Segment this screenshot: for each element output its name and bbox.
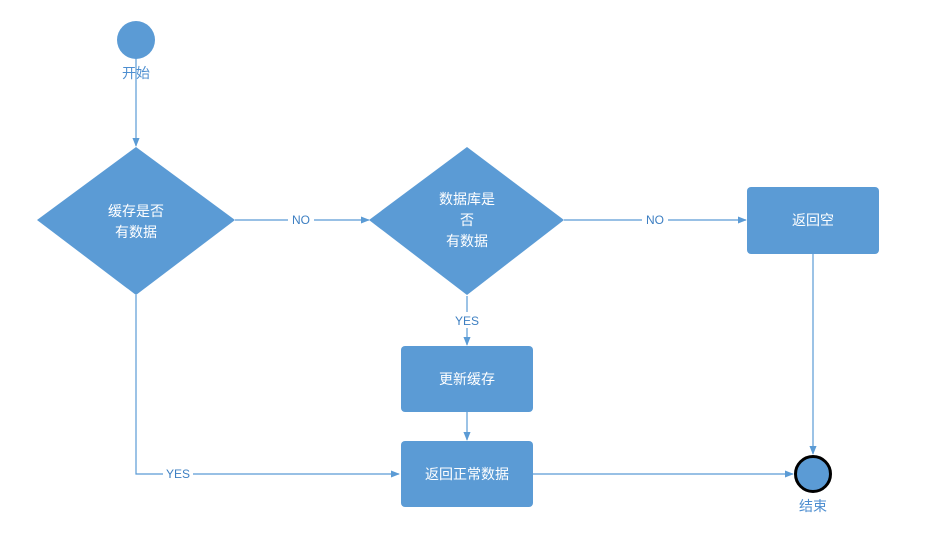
edge-label-bg: [642, 211, 668, 227]
edge-label-bg: [452, 312, 482, 328]
update-cache-box: [401, 346, 533, 412]
return-empty-box: [747, 187, 879, 254]
edge-label-yes-2: YES: [166, 467, 190, 481]
edge-label-bg: [288, 211, 314, 227]
edge-cache-check-to-return-data: [135, 295, 400, 478]
return-data-label: 返回正常数据: [425, 467, 509, 483]
db-check-line3: 有数据: [446, 234, 488, 250]
end-node: [794, 455, 832, 493]
db-check-line1: 数据库是: [439, 192, 495, 208]
start-node: [117, 21, 155, 59]
cache-check-line2: 有数据: [115, 225, 157, 241]
db-check-decision: [369, 147, 564, 295]
update-cache-label: 更新缓存: [439, 372, 495, 388]
start-label: 开始: [122, 66, 150, 82]
edge-label-yes-1: YES: [455, 314, 479, 328]
db-check-line2: 否: [460, 213, 474, 229]
cache-check-decision: [37, 147, 235, 295]
return-data-box: [401, 441, 533, 507]
edge-label-no-2: NO: [646, 213, 664, 227]
end-label: 结束: [799, 499, 827, 515]
edge-label-no-1: NO: [292, 213, 310, 227]
return-empty-label: 返回空: [792, 213, 834, 229]
edge-label-bg: [163, 465, 193, 481]
cache-check-line1: 缓存是否: [108, 204, 164, 220]
